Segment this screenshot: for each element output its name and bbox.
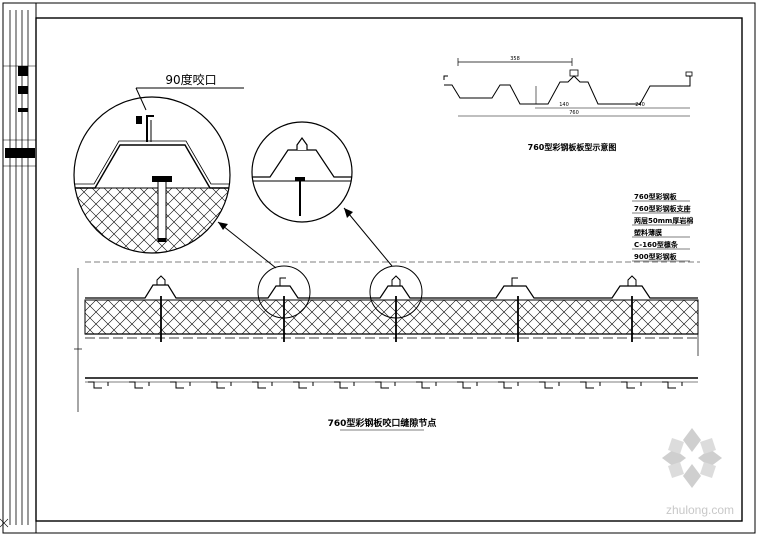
detail-circle-a: [73, 96, 231, 254]
purlin-clip: [334, 381, 355, 389]
watermark-text: zhulong.com: [666, 503, 734, 517]
purlin-clip: [211, 381, 232, 389]
dim-mid-left: 140: [559, 102, 569, 108]
profile-diagram: 358 140 240 760 760型彩钢板板型示意图: [443, 56, 693, 152]
legend-item: C-160型檩条: [634, 240, 679, 249]
fasteners: [160, 296, 633, 342]
purlin-clips: [88, 381, 683, 389]
dim-top: 358: [510, 56, 520, 62]
title-strip: [2, 2, 37, 534]
legend-item: 760型彩钢板支座: [634, 204, 691, 213]
detail-callout: 90度咬口: [135, 72, 244, 111]
callout-label: 90度咬口: [165, 72, 216, 87]
purlin-clip: [662, 381, 683, 389]
purlin-clip: [375, 381, 396, 389]
ref-circle-a: [257, 265, 311, 319]
purlin-clip: [539, 381, 560, 389]
purlin-clip: [580, 381, 601, 389]
detail-circle-b: [251, 121, 353, 223]
dim-bottom: 760: [569, 110, 579, 116]
leader-lines: [217, 207, 393, 269]
purlin-clip: [416, 381, 437, 389]
section-title: 760型彩钢板咬口缝隙节点: [328, 417, 437, 429]
purlin-clip: [129, 381, 150, 389]
watermark: zhulong.com: [662, 428, 734, 517]
purlin-clip: [498, 381, 519, 389]
purlin-clip: [88, 381, 109, 389]
roof-section: 760型彩钢板咬口缝隙节点: [74, 261, 700, 431]
profile-title: 760型彩钢板板型示意图: [528, 142, 617, 152]
watermark-logo-icon: [662, 428, 722, 488]
legend-item: 760型彩钢板: [634, 192, 678, 201]
drawing-frame: [35, 17, 743, 522]
legend-item: 两层50mm厚岩棉: [634, 216, 693, 225]
corner-mark: [0, 518, 9, 528]
seam-caps: [156, 275, 637, 286]
purlin-clip: [293, 381, 314, 389]
ref-circle-b: [369, 265, 423, 319]
purlin-clip: [170, 381, 191, 389]
dim-mid-right: 240: [635, 102, 645, 108]
legend-item: 塑料薄膜: [634, 228, 662, 237]
purlin-clip: [621, 381, 642, 389]
purlin-clip: [457, 381, 478, 389]
purlin-clip: [252, 381, 273, 389]
insulation-layer: [84, 299, 699, 335]
legend-item: 900型彩钢板: [634, 252, 678, 261]
